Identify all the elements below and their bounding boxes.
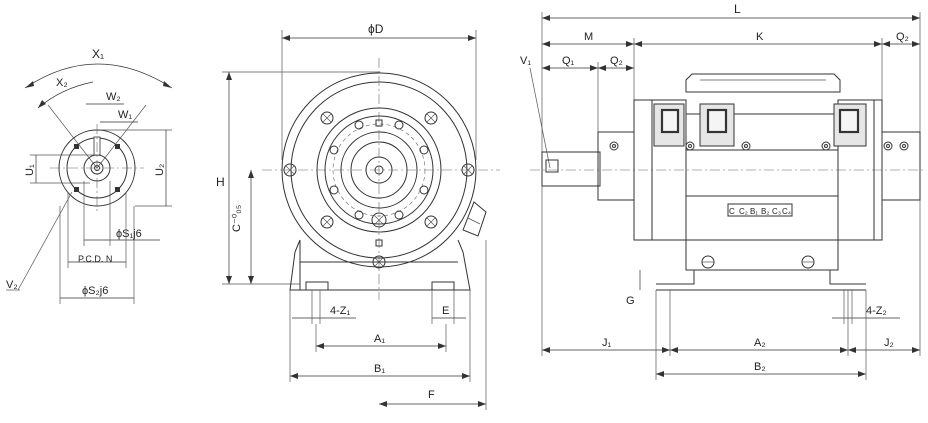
- terminal-label: B₁: [750, 207, 758, 216]
- d-label: ϕD: [368, 22, 384, 36]
- c-label: C⁻⁰₀₅: [231, 205, 243, 232]
- terminal-strip: C C₂ B₁ B₂ C₃ C₄: [727, 203, 793, 217]
- z1-label: 4-Z₁: [330, 305, 351, 317]
- f-label: F: [428, 389, 435, 401]
- front-view: ϕD H C⁻⁰₀₅: [216, 22, 500, 410]
- v2-label: V₂: [6, 279, 18, 291]
- u1-label: U₁: [24, 164, 36, 176]
- bolt-hole: [74, 187, 79, 192]
- x2-label: X₂: [56, 77, 68, 89]
- terminal-label: C₂: [739, 207, 748, 216]
- b1-label: B₁: [374, 363, 385, 375]
- coil: [706, 108, 728, 134]
- v1-label: V₁: [520, 55, 531, 67]
- bolt-hole: [115, 144, 120, 149]
- top-cover: [685, 73, 841, 93]
- base-block: [685, 239, 839, 271]
- a1-label: A₁: [374, 333, 385, 345]
- coil: [660, 108, 680, 134]
- bolt-hole: [74, 144, 79, 149]
- side-section-view: L M K Q₂ Q₁ Q₂ V₁: [520, 2, 925, 380]
- b2-label: B₂: [754, 361, 766, 373]
- j1-label: J₁: [602, 337, 612, 349]
- terminal-label: B₂: [761, 207, 769, 216]
- q2-label: Q₂: [610, 55, 623, 67]
- u2-label: U₂: [154, 164, 166, 176]
- coil: [838, 108, 860, 134]
- m-label: M: [584, 31, 593, 43]
- w1-label: W₁: [118, 109, 132, 121]
- s2-label: ϕS₂j6: [82, 285, 108, 297]
- w2-label: W₂: [106, 91, 121, 103]
- j2-label: J₂: [884, 337, 894, 349]
- k-label: K: [756, 31, 764, 43]
- a2-label: A₂: [754, 337, 766, 349]
- left-end-view: X₁ X₂ W₂ W₁ U₁: [6, 47, 173, 304]
- l-label: L: [734, 2, 741, 16]
- foot-plate-left: [656, 270, 695, 285]
- inner-bolts: [329, 120, 429, 220]
- bearing-balls: [609, 141, 909, 151]
- pcd-label: P.C.D. N: [78, 254, 112, 264]
- terminal-label: C: [729, 207, 735, 216]
- h-label: H: [216, 175, 225, 189]
- s1-label: ϕS₁j6: [116, 228, 142, 240]
- q2-top-label: Q₂: [896, 31, 909, 43]
- q1-label: Q₁: [562, 55, 575, 67]
- terminal-label: C₃: [772, 207, 781, 216]
- x1-label: X₁: [92, 47, 104, 61]
- x1-arc: [24, 63, 173, 89]
- e-label: E: [442, 305, 449, 317]
- terminal-label: C₄: [782, 207, 791, 216]
- z2-label: 4-Z₂: [866, 305, 887, 317]
- shaft: [541, 151, 601, 187]
- terminal-box: [462, 201, 487, 237]
- bolt-hole: [115, 187, 120, 192]
- g-label: G: [626, 295, 635, 307]
